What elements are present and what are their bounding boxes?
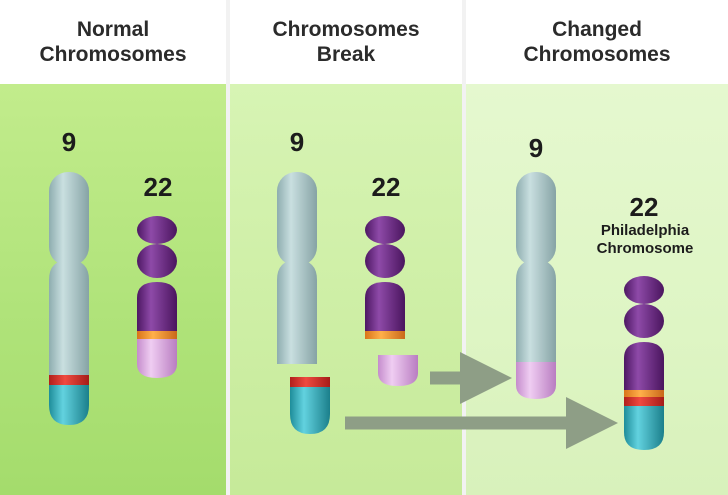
- panel-divider: [226, 0, 230, 495]
- chromosome-9-label: 9: [289, 127, 305, 157]
- chromosome-9-label: 9: [528, 133, 544, 163]
- chromosome-22-fragment: [378, 355, 418, 386]
- panel-title: Chromosomes Break: [272, 18, 420, 66]
- panel-header: Normal Chromosomes: [0, 0, 226, 84]
- philadelphia-chromosome-label: Philadelphia Chromosome: [596, 222, 694, 257]
- chromosome-9-broken: [277, 172, 317, 364]
- chromosome-22-normal: [137, 216, 177, 378]
- panel-title: Normal Chromosomes: [39, 18, 187, 66]
- chromosome-9-fragment: [290, 377, 330, 434]
- panel-divider: [462, 0, 466, 495]
- panel-header: Chromosomes Break: [230, 0, 462, 84]
- chromosome-22-label: 22: [143, 172, 173, 202]
- chromosome-22-label: 22: [371, 172, 401, 202]
- chromosome-9-normal: [49, 172, 89, 425]
- panel-header: Changed Chromosomes: [466, 0, 728, 84]
- chromosome-9-label: 9: [61, 127, 77, 157]
- panel-normal-chromosomes: Normal Chromosomes: [0, 0, 226, 495]
- panel-title: Changed Chromosomes: [523, 18, 671, 66]
- panel-background: [0, 84, 226, 495]
- chromosome-9-changed: [516, 172, 556, 399]
- chromosome-22-broken: [365, 216, 405, 339]
- philadelphia-chromosome: [624, 276, 664, 450]
- chromosome-22-label: 22: [629, 192, 659, 222]
